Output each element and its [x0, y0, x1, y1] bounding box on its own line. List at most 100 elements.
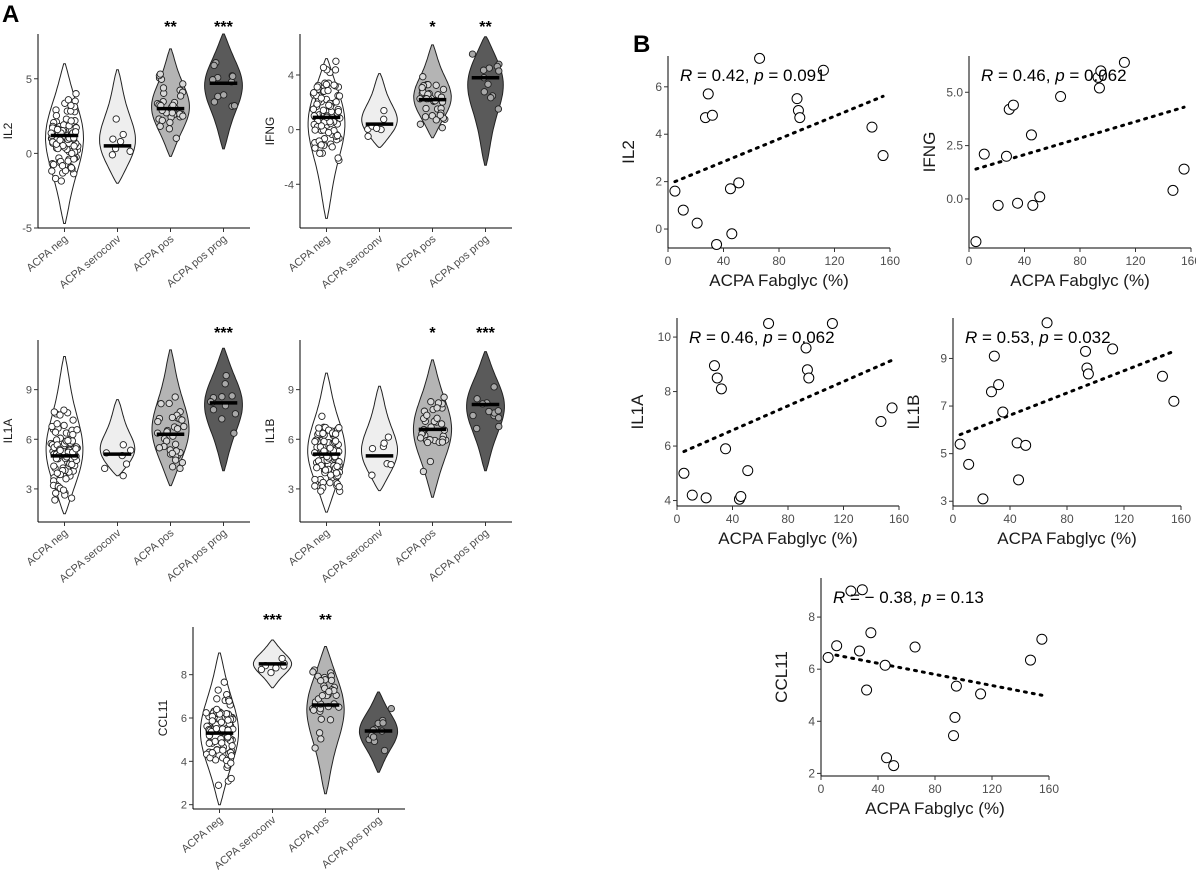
data-point [315, 729, 324, 737]
x-tick-label: ACPA pos [131, 527, 177, 568]
data-point [69, 430, 77, 439]
data-point [422, 104, 430, 113]
y-axis-title: CCL11 [156, 699, 170, 736]
x-tick-label: 160 [880, 254, 900, 268]
data-point [423, 438, 432, 447]
data-point [439, 85, 448, 94]
data-point [853, 645, 865, 657]
y-tick-label: 3 [288, 484, 294, 496]
data-point [171, 456, 180, 464]
data-point [711, 372, 723, 384]
data-point [209, 406, 218, 414]
data-point [325, 687, 333, 696]
data-point [1020, 439, 1032, 451]
data-point [208, 749, 216, 757]
data-point [669, 185, 681, 197]
data-point [881, 752, 893, 764]
y-axis-title: IFNG [263, 117, 277, 146]
data-point [325, 101, 333, 109]
data-point [433, 404, 441, 412]
data-point [875, 416, 887, 428]
data-point [978, 148, 990, 160]
y-tick-label: 4 [288, 70, 294, 82]
y-tick-label: 10 [658, 330, 672, 344]
data-point [1036, 633, 1048, 645]
data-point [49, 160, 58, 169]
violin-shape [361, 385, 398, 492]
regression-line [673, 94, 885, 184]
data-point [368, 471, 376, 479]
data-point [320, 437, 328, 446]
data-point [335, 92, 344, 100]
data-point [218, 415, 226, 423]
x-tick-label: 160 [1039, 782, 1059, 796]
data-point [72, 90, 80, 98]
x-tick-label: 80 [1060, 512, 1074, 526]
data-point [67, 117, 75, 125]
data-point [334, 107, 343, 116]
data-point [1093, 82, 1105, 94]
data-point [155, 444, 164, 452]
data-point [122, 460, 131, 468]
data-point [59, 486, 68, 494]
x-tick-label: 120 [1125, 254, 1145, 268]
data-point [416, 120, 425, 128]
y-tick-label: 9 [940, 351, 947, 365]
data-point [179, 80, 187, 88]
data-point [1167, 184, 1179, 196]
data-point [69, 416, 77, 424]
data-point [791, 93, 803, 105]
data-point [319, 106, 328, 114]
data-point [332, 57, 340, 65]
data-point [1007, 99, 1019, 111]
data-point [1041, 317, 1053, 329]
data-point [419, 467, 428, 476]
data-point [433, 414, 441, 422]
data-point [317, 715, 325, 723]
x-tick-label: 40 [1018, 254, 1032, 268]
data-point [67, 494, 76, 502]
data-point [227, 752, 236, 760]
data-point [313, 464, 321, 472]
data-point [317, 122, 326, 130]
data-point [1118, 56, 1130, 68]
significance-label: *** [476, 325, 495, 342]
data-point [272, 664, 280, 672]
data-point [421, 113, 430, 121]
data-point [213, 705, 221, 714]
data-point [317, 141, 325, 149]
y-tick-label: 6 [808, 662, 815, 676]
data-point [51, 428, 60, 436]
data-point [427, 398, 435, 406]
data-point [227, 774, 235, 783]
data-point [485, 407, 493, 416]
y-axis-title: IFNG [920, 132, 939, 173]
data-point [372, 124, 381, 132]
data-point [324, 128, 333, 137]
data-point [379, 719, 387, 727]
x-tick-label: 40 [717, 254, 731, 268]
x-tick-label: 120 [982, 782, 1002, 796]
data-point [950, 680, 962, 692]
y-tick-label: -5 [22, 223, 32, 235]
data-point [171, 440, 180, 448]
data-point [168, 109, 176, 117]
y-axis-title: IL2 [619, 140, 638, 164]
data-point [418, 83, 426, 92]
data-point [380, 746, 389, 755]
data-point [331, 430, 340, 438]
data-point [230, 429, 238, 437]
y-tick-label: 6 [655, 80, 662, 94]
data-point [426, 457, 435, 466]
data-point [67, 164, 76, 172]
data-point [724, 183, 736, 195]
data-point [1055, 91, 1067, 103]
data-point [1000, 150, 1012, 162]
data-point [438, 124, 446, 132]
y-tick-label: 2 [181, 800, 187, 812]
y-tick-label: 9 [288, 385, 294, 397]
y-tick-label: 8 [181, 670, 187, 682]
